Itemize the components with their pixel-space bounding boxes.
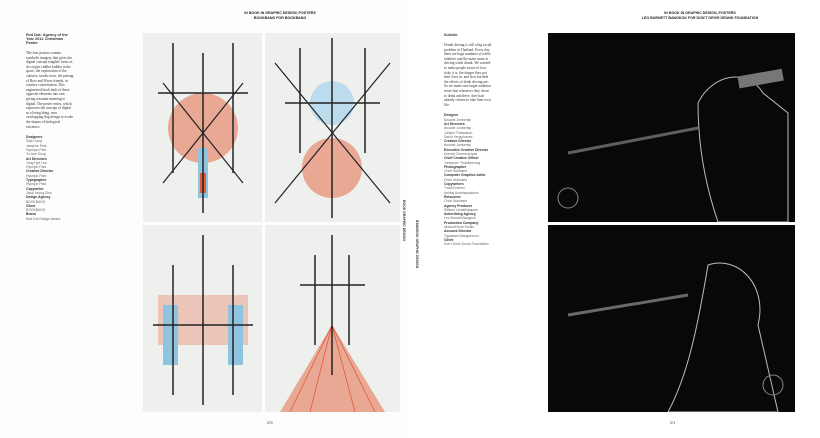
credit-name: Yu-hee Song <box>26 152 46 157</box>
credit-name: BOOKBANG <box>26 208 46 213</box>
project-title: Red Dot: Agency of the Year 2012 Christm… <box>26 33 68 45</box>
header-line: IN BOOK IN GRAPHIC DESIGN, POSTERS <box>244 11 316 15</box>
credit-name: Sittiwut Lertsithipaporn <box>444 207 479 212</box>
credit-name: Red Dot Design Award <box>26 216 61 221</box>
project-title: Suicide <box>444 33 458 37</box>
credit-role: Account Director <box>444 229 472 234</box>
credit-name: Jung Hye Lee <box>26 160 47 165</box>
credit-name: Hyunjun Park <box>26 147 47 152</box>
project-description: Drunk driving is still a big social prob… <box>444 43 492 107</box>
credit-role: Copywriters <box>444 182 464 187</box>
credit-name: Hyunjun Park <box>26 182 47 187</box>
page-number: 370 <box>267 421 273 425</box>
credit-name: Chub Nokkaew <box>444 199 467 204</box>
credit-name: Leo Burnett Bangkok <box>444 216 476 221</box>
credit-role: Brand <box>26 212 36 217</box>
credit-role: Creative Director <box>444 139 472 144</box>
credit-name: Chub Nokkaew <box>444 177 467 182</box>
credit-name: Don't Drive Drunk Foundation <box>444 242 489 247</box>
credit-role: Art Directors <box>444 121 465 126</box>
project-description: The four posters contain symbolic imager… <box>26 51 74 129</box>
credit-role: Art Directors <box>26 156 47 161</box>
credit-name: Thadi Khimsri <box>444 186 465 191</box>
credit-name: Sujin Jang <box>26 139 42 144</box>
right-header: IN BOOK IN GRAPHIC DESIGN, POSTERS LEO B… <box>600 11 800 21</box>
credit-role: Designers <box>26 135 43 140</box>
credit-role: Design Agency <box>26 195 51 200</box>
credit-name: Jureeporn Thaidumrong <box>444 160 481 165</box>
credit-name: Jumpei Thawatsun <box>444 130 473 135</box>
credit-role: Executive Creative Director <box>444 147 489 152</box>
credit-role: Chief Creative Officer <box>444 156 479 161</box>
poster-2 <box>265 33 400 222</box>
credit-role: Copywriter <box>26 186 44 191</box>
credit-name: Hyunjun Park <box>26 173 47 178</box>
credit-name: Jisuk Jeong Choi <box>26 190 52 195</box>
credit-role: Photographer <box>444 164 467 169</box>
credit-role: Agency Producer <box>444 203 473 208</box>
credit-name: Aekkaj Anantapolakorn <box>444 190 479 195</box>
credit-role: Designer <box>444 113 459 118</box>
header-line: IN BOOK IN GRAPHIC DESIGN, POSTERS <box>664 11 736 15</box>
credit-name: Illusion/Hoob Studio <box>444 225 475 230</box>
credit-name: Keerati Charnsuwipas <box>444 151 478 156</box>
credit-role: Advertising Agency <box>444 212 476 217</box>
credit-role: Production Company <box>444 220 479 225</box>
header-line: BOOKBANG FOR BOOKBANG <box>253 16 307 20</box>
poster-1 <box>143 33 262 222</box>
credit-name: Anuwat Juntorntip <box>444 143 472 148</box>
left-page: IN BOOK IN GRAPHIC DESIGN, POSTERS BOOKB… <box>26 11 406 425</box>
credit-name: Tippawan Wangdeeron <box>444 233 479 238</box>
credit-name: Anuwat Juntorntip <box>444 126 472 131</box>
page-number: 371 <box>670 421 676 425</box>
credit-role: Typographer <box>26 178 47 183</box>
photo-bottle-bottom <box>548 225 795 413</box>
credit-role: Client <box>26 203 36 208</box>
credit-name: Hyunjun Park <box>26 165 47 170</box>
credit-name: BOOKBANG <box>26 199 46 204</box>
left-header: IN BOOK IN GRAPHIC DESIGN, POSTERS BOOKB… <box>220 11 340 21</box>
side-label: BOOK GRAPHIC DESIGN <box>402 200 406 241</box>
credit-name: Jaeyeon Park <box>26 143 47 148</box>
credit-name: Chub Nokkaew <box>444 169 467 174</box>
right-page: IN BOOK IN GRAPHIC DESIGN, POSTERS LEO B… <box>410 0 820 438</box>
header-line: LEO BURNETT BANGKOK FOR DON'T DRIVE DRUN… <box>641 16 759 20</box>
side-label: BANGKOK GRAPHIC DESIGN <box>415 220 419 269</box>
credit-role: Client <box>444 237 454 242</box>
poster-4 <box>265 225 400 413</box>
credit-name: Satuit Yangphanee <box>444 134 473 139</box>
right-text-column: Suicide Drunk driving is still a big soc… <box>444 33 492 247</box>
credit-role: Computer Graphics Artist <box>444 173 486 178</box>
credit-role: Creative Director <box>26 169 54 174</box>
left-text-column: Red Dot: Agency of the Year 2012 Christm… <box>26 33 74 221</box>
credit-name: Anuwat Juntorntip <box>444 117 472 122</box>
credit-role: Retoucher <box>444 194 461 199</box>
poster-3 <box>143 225 262 412</box>
photo-bottle-top <box>548 33 795 223</box>
